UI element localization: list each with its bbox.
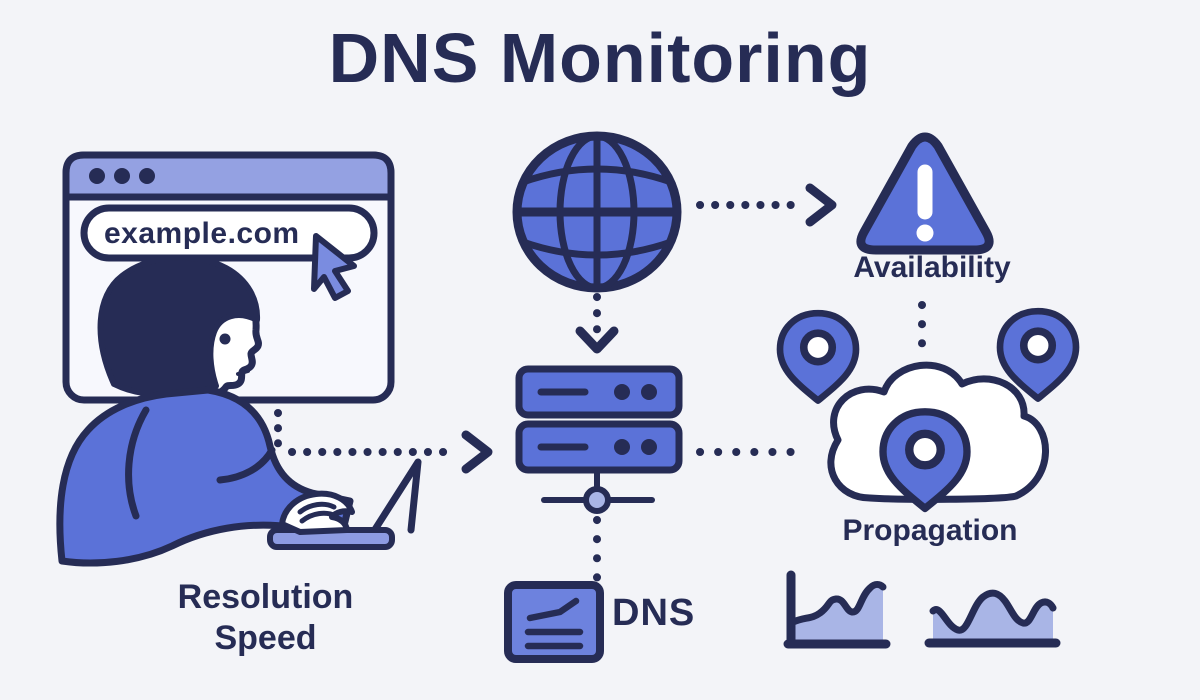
location-pin-icon: [879, 408, 971, 513]
arrowhead-right-icon: [461, 430, 493, 474]
propagation-label: Propagation: [842, 514, 1018, 547]
sparkline-line: [789, 581, 887, 626]
dns-document-icon: [504, 581, 604, 663]
window-controls-icon: [89, 168, 155, 184]
sparkline-line: [929, 589, 1057, 634]
browser-titlebar: [62, 151, 395, 201]
dns-label: DNS: [612, 592, 696, 634]
location-pin-icon: [996, 307, 1080, 402]
resolution-speed-label: Resolution Speed: [118, 577, 413, 660]
cursor-icon: [311, 233, 357, 301]
laptop-screen-icon: [370, 458, 422, 535]
globe-icon: [512, 131, 682, 293]
location-pin-icon: [776, 309, 860, 404]
arrowhead-right-icon: [805, 183, 837, 227]
exclamation-dot: [916, 224, 934, 242]
connectors: [274, 183, 926, 587]
page-title: DNS Monitoring: [328, 19, 872, 97]
sparkline-chart-right: [924, 589, 1061, 648]
sparkline-chart-left: [783, 570, 891, 649]
arrowhead-down-icon: [575, 326, 619, 354]
person-illustration: [56, 254, 422, 567]
network-node: [583, 486, 611, 514]
finger-lines: [297, 501, 339, 524]
sparkline-area: [933, 593, 1053, 642]
chart-axes: [783, 570, 891, 649]
url-bar: [80, 204, 378, 262]
person-mouth: [236, 369, 250, 376]
dotted-line-user-to-server: [274, 409, 462, 456]
url-text: example.com: [104, 217, 300, 250]
resolution-line: Resolution: [177, 578, 354, 616]
speed-line: Speed: [214, 619, 317, 658]
arm-seam: [125, 406, 150, 520]
sparkline-area: [793, 584, 883, 641]
warning-triangle-icon: [856, 132, 994, 255]
propagation-cloud-group: [776, 307, 1080, 513]
sleeve-seam: [216, 446, 276, 484]
server-icon: [515, 365, 683, 514]
person-eye: [219, 333, 231, 345]
availability-label: Availability: [853, 251, 1011, 284]
person-hair: [97, 254, 261, 398]
